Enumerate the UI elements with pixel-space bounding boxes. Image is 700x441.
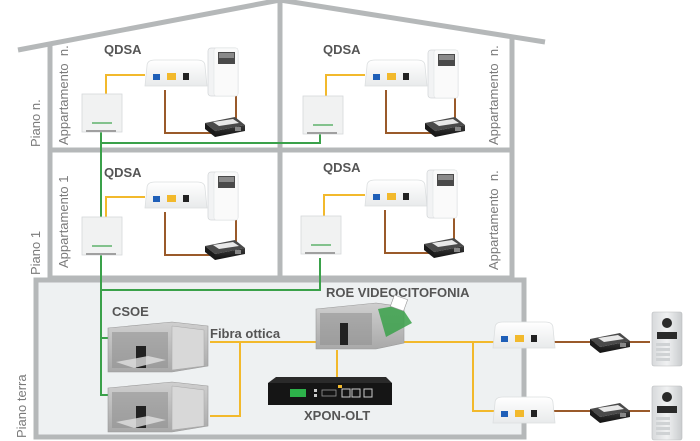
floor-label-first: Piano 1 — [28, 231, 43, 275]
qdsa-label-top-left: QDSA — [104, 42, 142, 57]
yellow-cable — [323, 194, 365, 218]
fiber-wall-box-icon — [81, 93, 123, 133]
ground-floor-equipment: CSOE Fibra ottica ROE VIDEOCITOFONIA XPO… — [107, 285, 683, 441]
poe-injector-icon — [590, 333, 630, 353]
door-station-chain-upper — [492, 311, 683, 367]
brown-cable — [164, 90, 212, 134]
fiber-wall-box-icon — [81, 216, 123, 256]
apartment-top-left: QDSA — [81, 42, 245, 137]
xpon-olt-label: XPON-OLT — [304, 408, 370, 423]
onu-router-icon — [144, 181, 208, 209]
apartment-label-mid-right: Appartamento n. — [486, 170, 501, 270]
video-intercom-handset-icon — [426, 169, 458, 219]
brown-cable — [384, 210, 432, 254]
csoe-cabinet-icon-upper — [107, 321, 209, 373]
outdoor-door-station-icon — [651, 311, 683, 367]
floor-label-top: Piano n. — [28, 99, 43, 147]
onu-router-icon — [364, 179, 428, 207]
brown-cable — [385, 90, 432, 134]
qdsa-label-mid-right: QDSA — [323, 160, 361, 175]
onu-router-icon — [492, 321, 556, 349]
apartment-label-top-left: Appartamento n. — [56, 45, 71, 145]
door-station-chain-lower — [492, 385, 683, 441]
yellow-cable — [325, 74, 365, 96]
fiber-optic-label: Fibra ottica — [210, 326, 281, 341]
green-fiber-ground-branch — [101, 258, 321, 291]
video-intercom-handset-icon — [427, 49, 459, 99]
fiber-wall-box-icon — [300, 215, 342, 255]
poe-injector-icon — [205, 240, 245, 260]
onu-router-icon — [144, 59, 208, 87]
qdsa-label-mid-left: QDSA — [104, 165, 142, 180]
video-intercom-handset-icon — [207, 171, 239, 221]
yellow-fiber-branch-lower — [472, 342, 500, 412]
outdoor-door-station-icon — [651, 385, 683, 441]
apartment-top-right: QDSA — [302, 42, 465, 137]
roe-cabinet-icon — [315, 294, 412, 350]
yellow-cable — [105, 196, 145, 218]
xpon-olt-icon — [268, 377, 392, 405]
roof-right — [279, 0, 546, 45]
qdsa-label-top-right: QDSA — [323, 42, 361, 57]
yellow-cable — [105, 74, 145, 96]
poe-injector-icon — [590, 403, 630, 423]
apartment-label-top-right: Appartamento n. — [486, 45, 501, 145]
csoe-label: CSOE — [112, 304, 149, 319]
fiber-wall-box-icon — [302, 95, 344, 135]
roof-left — [17, 0, 281, 53]
apartment-mid-right: QDSA — [300, 160, 464, 258]
apartment-label-mid-left: Appartamento 1 — [56, 175, 71, 268]
brown-cable — [164, 212, 212, 256]
onu-router-icon — [492, 396, 556, 424]
poe-injector-icon — [424, 238, 464, 258]
yellow-fiber-csoe-link — [210, 342, 241, 417]
csoe-cabinet-icon-lower — [107, 381, 209, 433]
floor-label-ground: Piano terra — [14, 374, 29, 438]
apartment-mid-left: QDSA — [81, 165, 245, 260]
onu-router-icon — [364, 59, 428, 87]
video-intercom-handset-icon — [207, 47, 239, 97]
roe-videocitofonia-label: ROE VIDEOCITOFONIA — [326, 285, 470, 300]
